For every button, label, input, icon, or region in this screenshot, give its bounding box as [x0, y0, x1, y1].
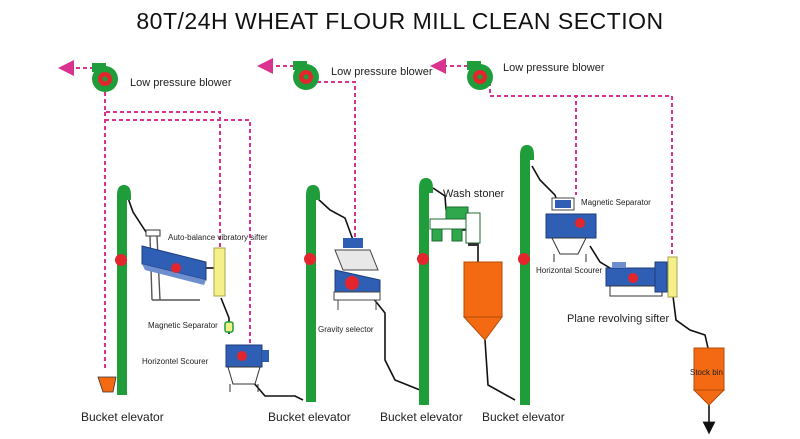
tempering-bin [462, 261, 503, 341]
blower-3-label: Low pressure blower [503, 62, 605, 74]
blower-2 [293, 61, 319, 90]
blower-2-label: Low pressure blower [331, 66, 433, 78]
diagram-title: 80T/24H WHEAT FLOUR MILL CLEAN SECTION [136, 8, 664, 34]
stock-bin [692, 347, 726, 406]
magnetic-separator-1-label: Magnetic Separator [148, 321, 218, 330]
bucket-elevator-4-label: Bucket elevator [482, 410, 565, 424]
wash-stoner-label: Wash stoner [443, 188, 505, 200]
magnetic-separator-1-unit [224, 321, 234, 333]
bucket-elevator-2 [304, 185, 320, 402]
horizontal-scourer-2 [545, 213, 597, 262]
bucket-elevator-3-label: Bucket elevator [380, 410, 463, 424]
magnetic-separator-2-unit [551, 197, 575, 211]
blower-3 [467, 61, 493, 90]
blower-1-label: Low pressure blower [130, 77, 232, 89]
stock-bin-label: Stock bin [690, 368, 723, 377]
gravity-selector-label: Gravity selector [318, 325, 374, 334]
bucket-elevator-1 [115, 185, 131, 395]
blower-1 [92, 63, 118, 92]
aspiration-column [213, 247, 226, 297]
bucket-elevator-4 [518, 145, 534, 405]
bucket-elevator-2-label: Bucket elevator [268, 410, 351, 424]
plane-sifter-label: Plane revolving sifter [567, 313, 670, 325]
bucket-elevator-1-label: Bucket elevator [81, 410, 164, 424]
intake-hopper [97, 376, 117, 393]
horizontal-scourer-1-label: Horizontel Scourer [142, 357, 209, 366]
horizontal-scourer-2-label: Horizontal Scourer [536, 266, 603, 275]
auto-balance-vibratory-sifter [141, 229, 207, 301]
air-ducts [58, 58, 673, 370]
bucket-elevator-3 [417, 178, 433, 405]
plane-revolving-sifter [605, 256, 678, 298]
horizontal-scourer-1 [225, 344, 269, 392]
wash-stoner [429, 206, 481, 246]
gravity-selector [333, 238, 381, 310]
magnetic-separator-2-label: Magnetic Separator [581, 198, 651, 207]
auto-balance-sifter-label: Auto-balance vibratory sifter [168, 233, 268, 242]
